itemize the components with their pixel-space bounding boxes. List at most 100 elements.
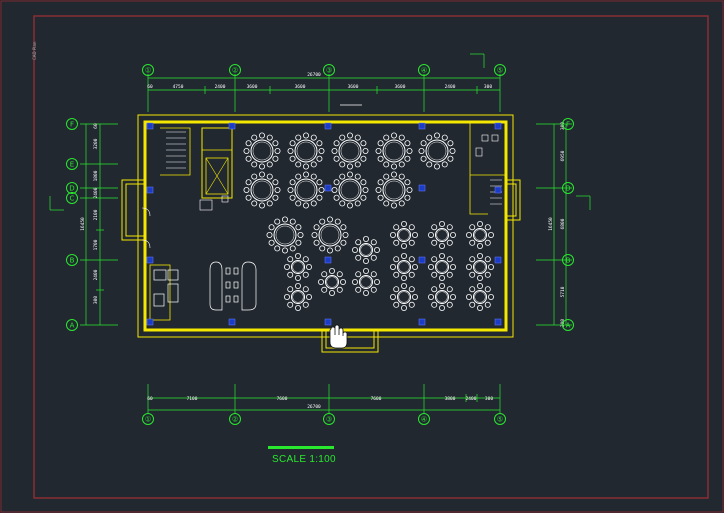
round-table-large [331,132,369,170]
svg-text:D: D [565,185,570,193]
dim-bottom-4: 3800 [445,396,456,402]
right-dimension-group [470,53,591,326]
round-table-small [317,267,346,296]
column-layer [146,122,502,326]
dim-top-4: 3600 [295,84,306,90]
round-table-small [389,220,418,249]
dim-bottom-3: 7600 [371,396,382,402]
axis-left-5: A [66,319,78,331]
title-block-text: CAD Plan [32,41,37,60]
doors-and-fixtures [141,134,499,249]
dim-left-6: 2400 [93,269,99,280]
building-walls [121,114,521,353]
dim-left-total: 16450 [80,217,86,231]
dim-top-6: 3600 [395,84,406,90]
svg-text:⑤: ⑤ [497,416,503,424]
dim-bottom-5: 2400 [466,396,477,402]
structural-column [146,318,154,326]
round-table-small [283,282,312,311]
axis-left-1: E [66,158,78,170]
round-table-large [287,132,325,170]
axis-right-0: F [562,118,574,130]
dim-bottom-6: 300 [485,396,493,402]
round-table-large [311,216,349,254]
structural-column [324,256,332,264]
axis-left-2: D [66,182,78,194]
round-table-large [287,171,325,209]
svg-text:C: C [70,195,75,203]
scale-label: SCALE 1:100 [272,454,336,465]
dim-top-total: 26700 [307,72,321,78]
axis-right-3: A [562,319,574,331]
dim-top-8: 300 [484,84,492,90]
axis-top-0: ① [142,64,154,76]
dim-left-1: 3200 [93,138,99,149]
dim-top-0: 60 [147,84,153,90]
svg-text:②: ② [232,416,238,424]
round-table-small [427,220,456,249]
svg-text:B: B [70,257,75,265]
svg-text:E: E [70,161,74,169]
dim-left-7: 300 [93,296,99,304]
round-table-small [389,252,418,281]
round-table-large [266,216,304,254]
dim-top-5: 3600 [348,84,359,90]
structural-column [228,318,236,326]
structural-column [494,318,502,326]
round-table-large [243,132,281,170]
axis-bottom-2: ③ [323,413,335,425]
round-table-small [427,252,456,281]
round-table-small [465,252,494,281]
dim-bottom-1: 7100 [187,396,198,402]
dim-top-2: 2400 [215,84,226,90]
dim-top-3: 3600 [247,84,258,90]
hand-cursor-icon [329,324,348,349]
axis-top-2: ③ [323,64,335,76]
dim-left-0: 60 [93,123,99,129]
dim-bottom-total: 26700 [307,404,321,410]
svg-text:③: ③ [326,67,332,75]
svg-text:A: A [566,322,571,330]
round-table-small [465,220,494,249]
structural-column [418,318,426,326]
round-table-small [389,282,418,311]
round-table-small [427,282,456,311]
structural-column [324,122,332,130]
svg-text:③: ③ [326,416,332,424]
round-table-large [331,171,369,209]
round-table-small [283,252,312,281]
svg-text:④: ④ [421,416,427,424]
axis-right-2: B [562,254,574,266]
sheet-inner-frame [33,15,709,499]
dim-top-1: 4750 [173,84,184,90]
structural-column [146,186,154,194]
structural-column [494,122,502,130]
dim-top-7: 2400 [445,84,456,90]
lounge-seating [153,261,257,311]
svg-text:B: B [566,257,571,265]
round-table-large [243,171,281,209]
dim-left-5: 1700 [93,239,99,250]
left-dimension-group [49,123,118,326]
structural-column [494,256,502,264]
svg-text:①: ① [145,416,151,424]
axis-bottom-4: ⑤ [494,413,506,425]
structural-column [494,186,502,194]
axis-top-1: ② [229,64,241,76]
stair-treads [166,131,502,205]
dim-right-total: 16450 [548,217,554,231]
round-table-small [465,282,494,311]
svg-text:④: ④ [421,67,427,75]
axis-top-4: ⑤ [494,64,506,76]
structural-column [228,122,236,130]
svg-text:F: F [566,121,570,129]
svg-text:F: F [70,121,74,129]
svg-text:⑤: ⑤ [497,67,503,75]
round-table-large [375,171,413,209]
svg-text:D: D [69,185,74,193]
axis-bottom-0: ① [142,413,154,425]
dim-left-3: 2400 [93,187,99,198]
round-table-large [375,132,413,170]
